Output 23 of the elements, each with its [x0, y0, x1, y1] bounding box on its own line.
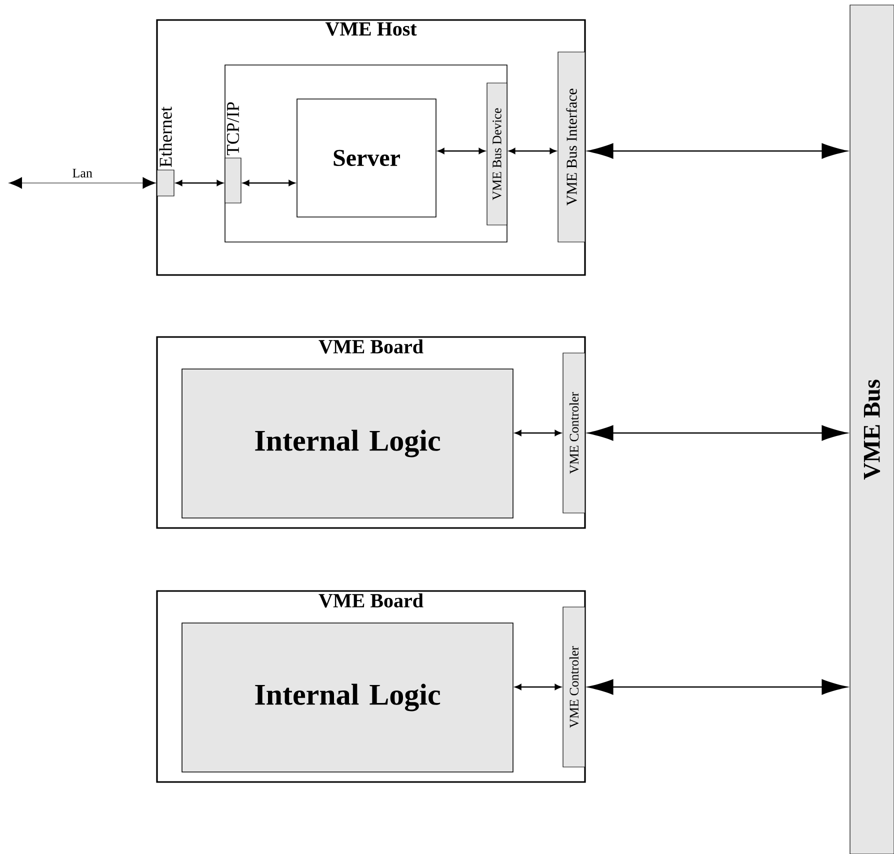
port-box: TCP/IP	[224, 102, 242, 204]
arrow	[242, 180, 296, 186]
arrow	[176, 180, 224, 186]
server-box: Server	[296, 98, 436, 218]
arrow	[508, 148, 556, 154]
device-box: VME Bus Device	[486, 82, 508, 226]
arrow	[588, 679, 848, 695]
bus-bar: VME Bus	[850, 4, 894, 854]
arrow	[588, 425, 848, 441]
port-box: Ethernet	[156, 106, 174, 196]
logic-box: Internal Logic	[182, 368, 514, 518]
arrow	[8, 177, 156, 189]
node-label: TCP/IP	[226, 102, 240, 156]
arrow	[514, 684, 562, 690]
arrow	[514, 430, 562, 436]
node-label: Ethernet	[159, 106, 172, 167]
arrow	[588, 143, 848, 159]
interface-box: VME Bus Interface	[558, 52, 586, 242]
edge-label: Lan	[72, 168, 92, 178]
logic-box: Internal Logic	[182, 622, 514, 772]
controller-box: VME Controler	[562, 606, 586, 768]
arrow	[438, 148, 486, 154]
controller-box: VME Controler	[562, 352, 586, 514]
